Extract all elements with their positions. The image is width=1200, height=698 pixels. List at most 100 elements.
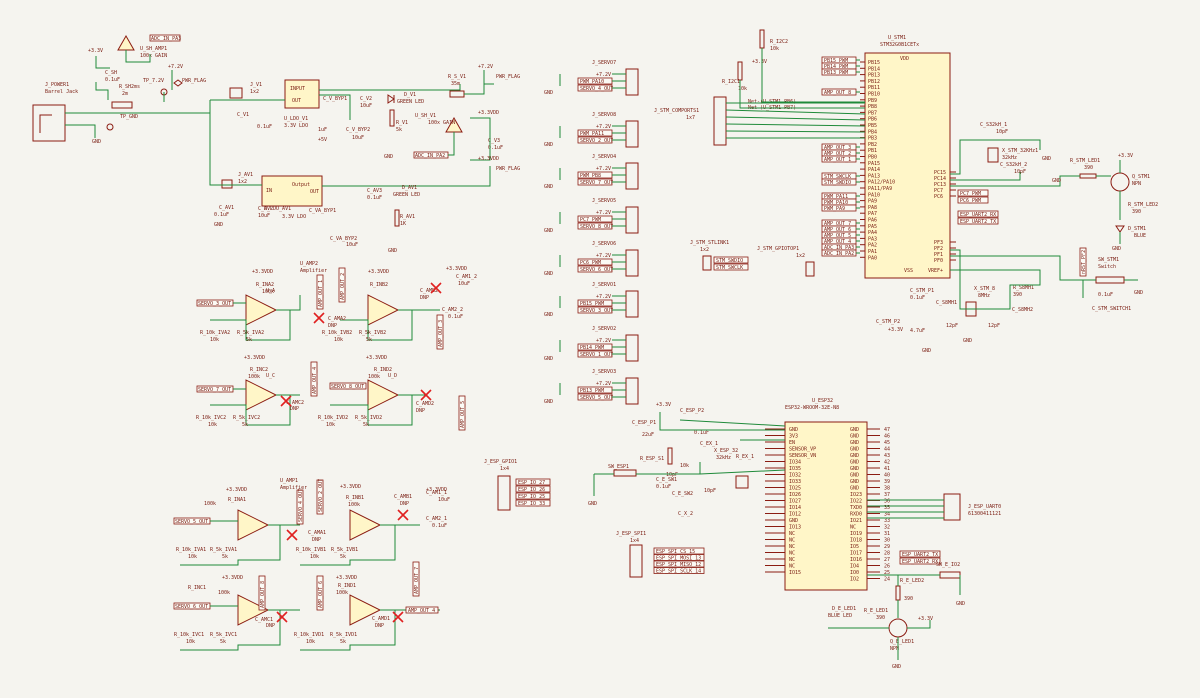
servo-out-label: SERVO_5_OUT (580, 395, 613, 401)
servo-header[interactable] (625, 290, 639, 318)
opamp-d2[interactable] (367, 379, 400, 411)
svg-text:3.3V LDO: 3.3V LDO (282, 214, 306, 220)
stm-comports-header[interactable] (713, 96, 727, 146)
svg-text:R_INB2: R_INB2 (370, 282, 388, 288)
svg-text:R_I2C1: R_I2C1 (722, 79, 740, 85)
ldo1-chip[interactable] (284, 79, 320, 109)
jumper-jv1[interactable] (229, 87, 243, 99)
servo-gnd: GND (544, 271, 553, 277)
ldo2-chip[interactable] (261, 175, 323, 207)
stm-pin-right: PC14 (934, 176, 946, 182)
crystal-32khz[interactable] (987, 147, 999, 163)
esp-enable-switch[interactable] (613, 469, 637, 477)
svg-text:+3.3VDD: +3.3VDD (426, 487, 447, 493)
svg-text:TP_7.2V: TP_7.2V (143, 78, 164, 84)
svg-text:C_AMD2: C_AMD2 (416, 401, 434, 407)
esp32-module[interactable] (784, 421, 868, 591)
esp-gpio-net-box (515, 492, 551, 500)
svg-text:C_AMA1: C_AMA1 (308, 530, 326, 536)
svg-text:1x2: 1x2 (700, 247, 709, 253)
svg-text:C_AM1_1: C_AM1_1 (426, 490, 447, 496)
svg-text:C_S32kH_1: C_S32kH_1 (980, 122, 1007, 128)
servo-header-ref: J_SERVO5 (592, 198, 616, 204)
shunt-resistor[interactable] (111, 101, 133, 109)
servo-header[interactable] (625, 334, 639, 362)
svg-text:C_STM_SWITCH1: C_STM_SWITCH1 (1092, 306, 1131, 312)
svg-text:5k: 5k (363, 422, 369, 428)
jumper-jav1[interactable] (221, 179, 233, 189)
stm-pin-left: PA15 (868, 161, 880, 167)
svg-text:C_S8MH2: C_S8MH2 (1012, 307, 1033, 313)
svg-text:+7.2V: +7.2V (168, 64, 183, 70)
svg-text:R_10k_IVB2: R_10k_IVB2 (322, 330, 352, 336)
stm32-chip[interactable] (864, 52, 951, 279)
servo-wires (559, 254, 626, 270)
opamp-d1[interactable] (349, 594, 382, 626)
stlink-header[interactable] (702, 255, 712, 271)
svg-text:U_ESP32: U_ESP32 (812, 398, 833, 404)
svg-text:C_S8MH1: C_S8MH1 (936, 300, 957, 306)
servo-header[interactable] (625, 377, 639, 405)
svg-text:C_AMB1: C_AMB1 (394, 494, 412, 500)
stm-pin-left: PA0 (868, 255, 877, 261)
stm-pin-right: PF1 (934, 252, 943, 258)
svg-text:NPN: NPN (1132, 181, 1141, 187)
svg-text:10k: 10k (680, 463, 689, 469)
stm-pin-left: PA7 (868, 211, 877, 217)
svg-text:SERVO_7_OUT: SERVO_7_OUT (198, 387, 231, 393)
esp-crystal[interactable] (735, 475, 749, 489)
stm-net-label: AMP_OUT_2 (824, 151, 851, 157)
servo-header-ref: J_SERVO4 (592, 154, 616, 160)
esp-pin-left: NC (789, 538, 795, 544)
esp-pin-number: 35 (884, 505, 890, 511)
opamp-c1[interactable] (237, 594, 270, 626)
svg-text:R_INC2: R_INC2 (250, 367, 268, 373)
esp-pin-left: IO32 (789, 473, 801, 479)
svg-text:C_EX_1: C_EX_1 (700, 441, 718, 447)
servo-header[interactable] (625, 206, 639, 234)
servo-pwm-label: PWM_PA11 (580, 131, 604, 137)
esp-spi-header[interactable] (629, 544, 643, 578)
opamp-b1[interactable] (349, 509, 382, 541)
svg-text:R_AV1: R_AV1 (400, 214, 415, 220)
servo-gnd: GND (544, 184, 553, 190)
servo-header[interactable] (625, 68, 639, 96)
opamp-c2[interactable] (245, 379, 278, 411)
servo-out-label: SERVO_1_OUT (580, 352, 613, 358)
servo-header[interactable] (625, 120, 639, 148)
svg-text:C_STM_P2: C_STM_P2 (876, 319, 900, 325)
esp-pin-left: SENSOR_VN (789, 453, 816, 459)
svg-text:SERVO_6_OUT: SERVO_6_OUT (175, 604, 208, 610)
servo-header[interactable] (625, 249, 639, 277)
svg-text:R_E_LED2: R_E_LED2 (900, 578, 924, 584)
svg-text:SERVO_3_OUT: SERVO_3_OUT (198, 301, 231, 307)
servo-header[interactable] (625, 162, 639, 190)
svg-text:10k: 10k (310, 554, 319, 560)
esp-pin-number: 30 (884, 538, 890, 544)
stm-pin-left: PA3 (868, 236, 877, 242)
svg-text:STM32G0B1CETx: STM32G0B1CETx (880, 42, 919, 48)
svg-text:100k: 100k (204, 501, 216, 507)
opamp-a2[interactable] (245, 294, 278, 326)
svg-text:10uF: 10uF (346, 242, 358, 248)
esp-uart0-header[interactable] (943, 493, 961, 521)
barrel-jack[interactable] (32, 104, 66, 142)
esp-pin-number: 25 (884, 570, 890, 576)
esp-gpio-header[interactable] (497, 475, 511, 511)
servo-header-ref: J_SERVO1 (592, 282, 616, 288)
esp-pin-right: GND (850, 466, 859, 472)
stm-gpio-header[interactable] (805, 261, 815, 277)
svg-text:C_SH: C_SH (105, 70, 117, 76)
svg-text:10k: 10k (770, 46, 779, 52)
svg-text:SW_STM1: SW_STM1 (1098, 257, 1119, 263)
svg-text:C_S32kH_2: C_S32kH_2 (1000, 162, 1027, 168)
svg-text:4.7uF: 4.7uF (910, 328, 925, 334)
svg-text:DNP: DNP (290, 406, 299, 412)
servo-pwm-label: PC7_PWM (580, 217, 601, 223)
stm-pin-right: PF0 (934, 258, 943, 264)
svg-text:5k: 5k (396, 127, 402, 133)
stm-pin-left: PB15 (868, 60, 880, 66)
esp-pin-left: IO27 (789, 499, 801, 505)
opamp-a1[interactable] (237, 509, 270, 541)
opamp-b2[interactable] (367, 294, 400, 326)
